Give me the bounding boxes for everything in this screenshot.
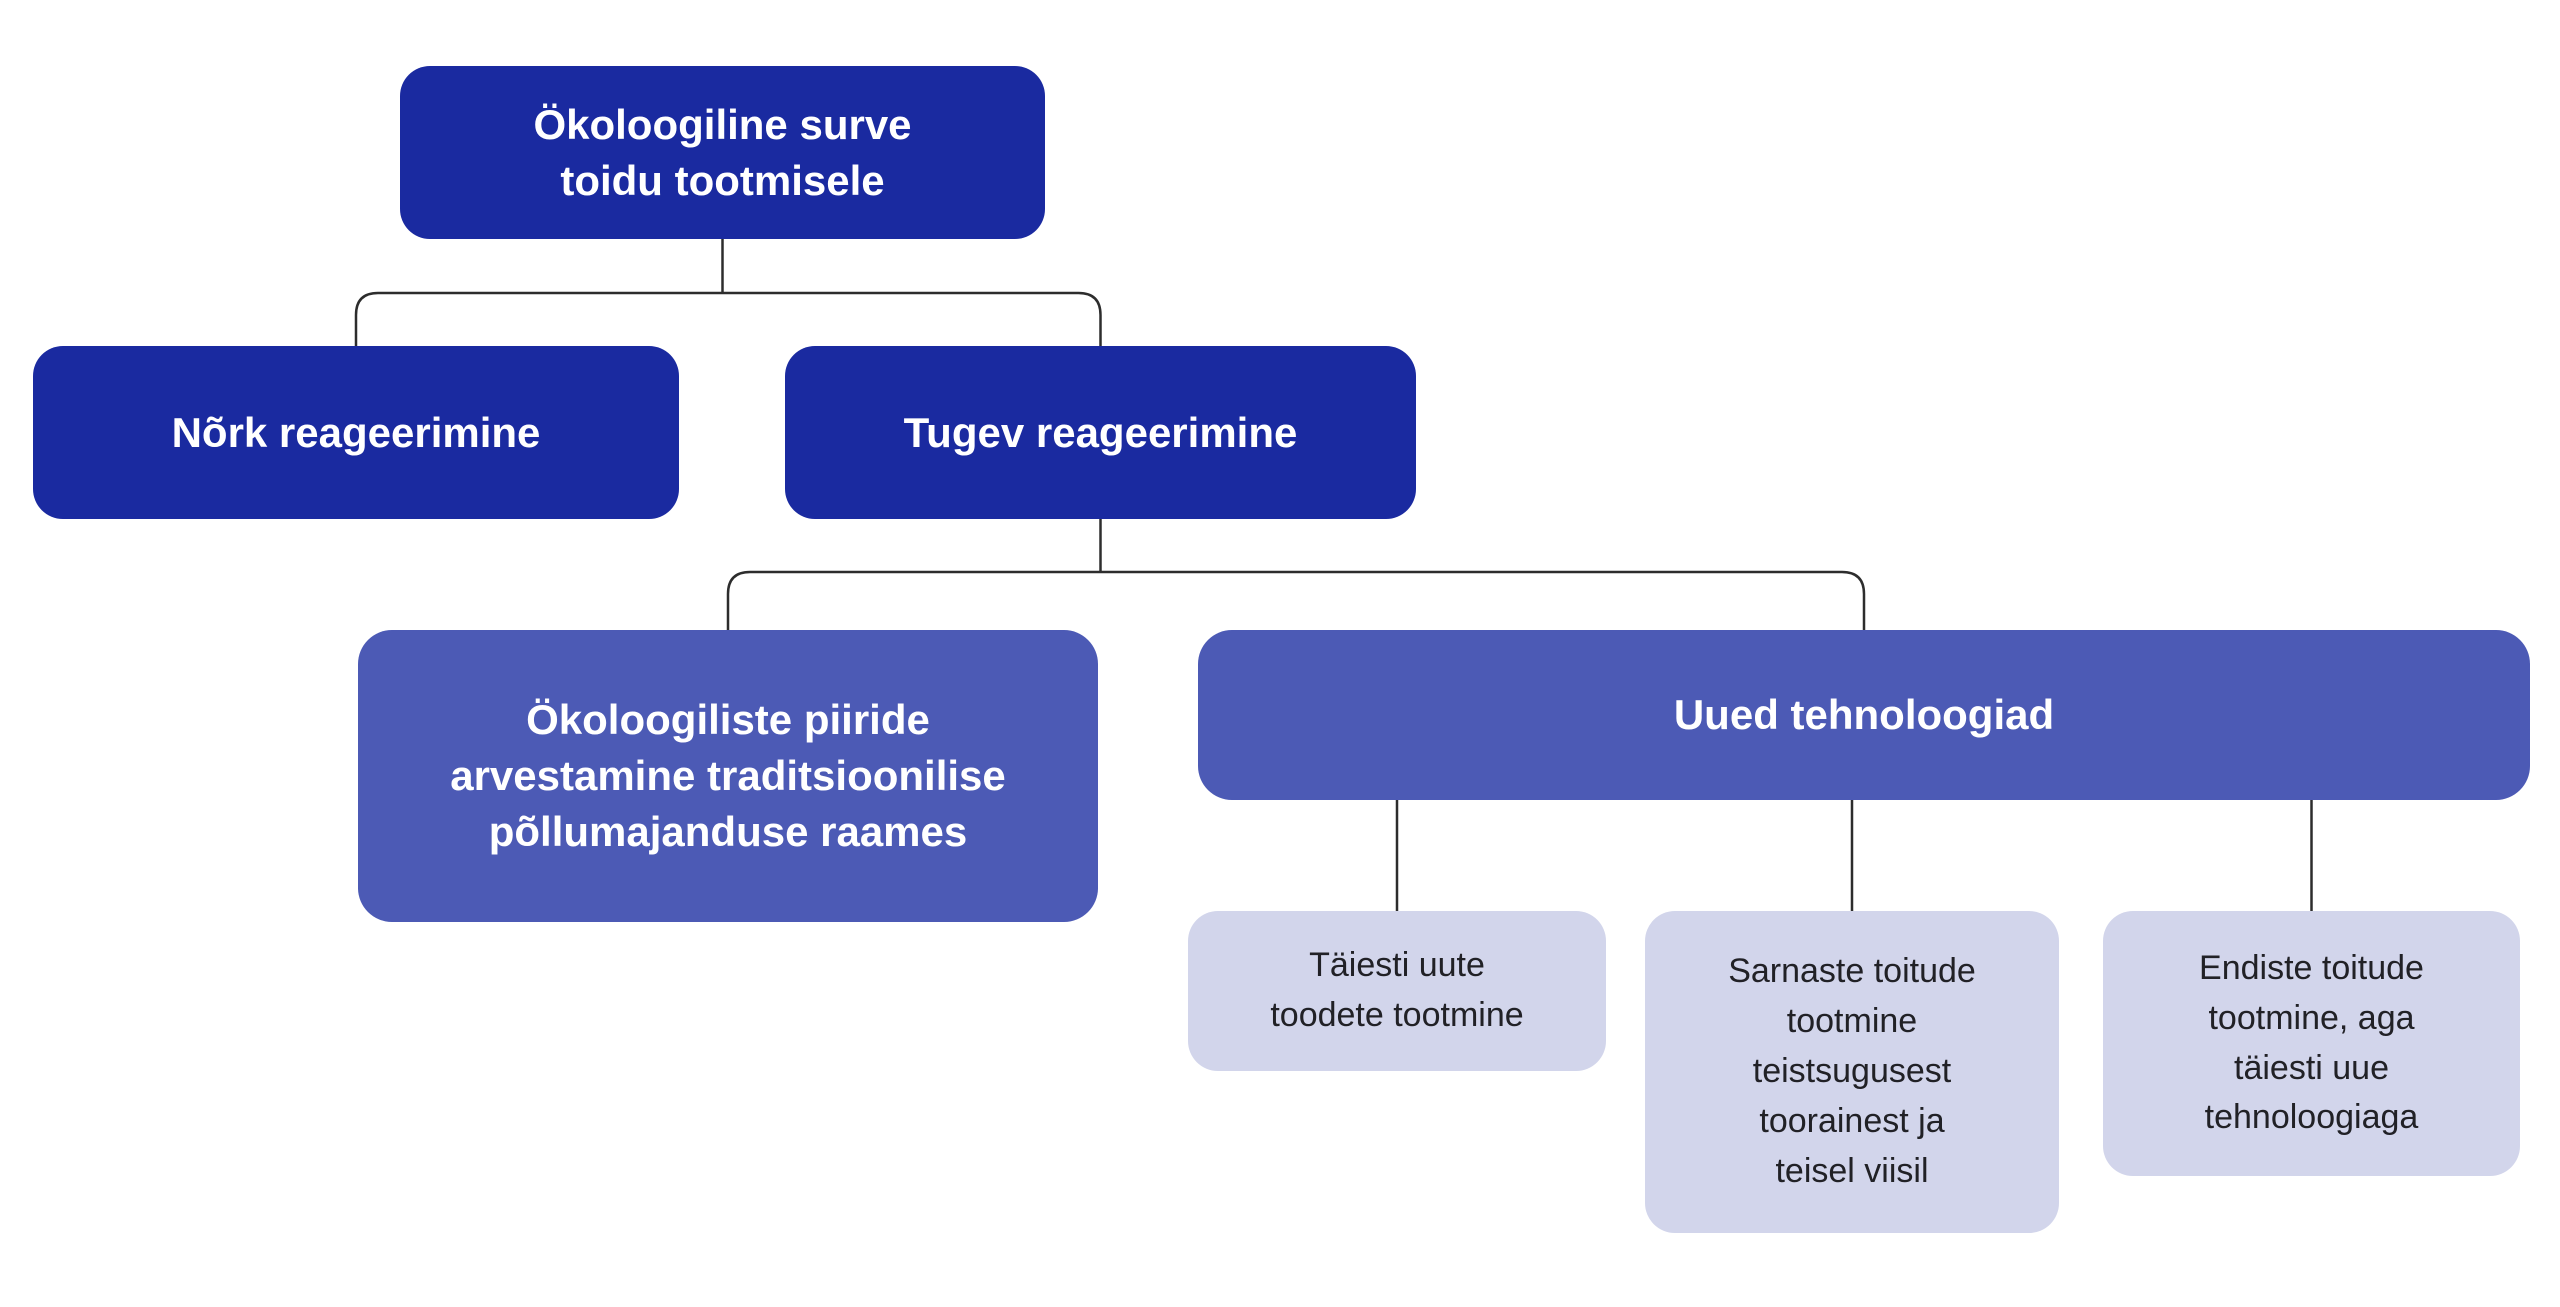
- node-weak-response: Nõrk reageerimine: [33, 346, 679, 519]
- node-label: Endiste toitude tootmine, aga täiesti uu…: [2199, 948, 2424, 1137]
- connector-strong-bracket: [726, 570, 1866, 631]
- node-label: Uued tehnoloogiad: [1673, 691, 2055, 739]
- node-label: Ökoloogiliste piiride arvestamine tradit…: [450, 696, 1006, 855]
- node-new-technologies: Uued tehnoloogiad: [1198, 630, 2530, 800]
- node-label: Tugev reageerimine: [903, 408, 1298, 456]
- connector-root-bracket: [354, 291, 1102, 347]
- node-strong-response: Tugev reageerimine: [785, 346, 1416, 519]
- node-former-foods-new-technology: Endiste toitude tootmine, aga täiesti uu…: [2103, 911, 2520, 1176]
- node-label: Ökoloogiline surve toidu tootmisele: [533, 100, 912, 204]
- node-label: Sarnaste toitude tootmine teistsugusest …: [1728, 952, 1976, 1190]
- node-ecological-pressure: Ökoloogiline surve toidu tootmisele: [400, 66, 1045, 239]
- node-label: Nõrk reageerimine: [171, 408, 541, 456]
- node-ecological-limits: Ökoloogiliste piiride arvestamine tradit…: [358, 630, 1098, 922]
- node-similar-foods-new-materials: Sarnaste toitude tootmine teistsugusest …: [1645, 911, 2059, 1233]
- node-label: Täiesti uute toodete tootmine: [1270, 946, 1524, 1034]
- node-new-products: Täiesti uute toodete tootmine: [1188, 911, 1606, 1071]
